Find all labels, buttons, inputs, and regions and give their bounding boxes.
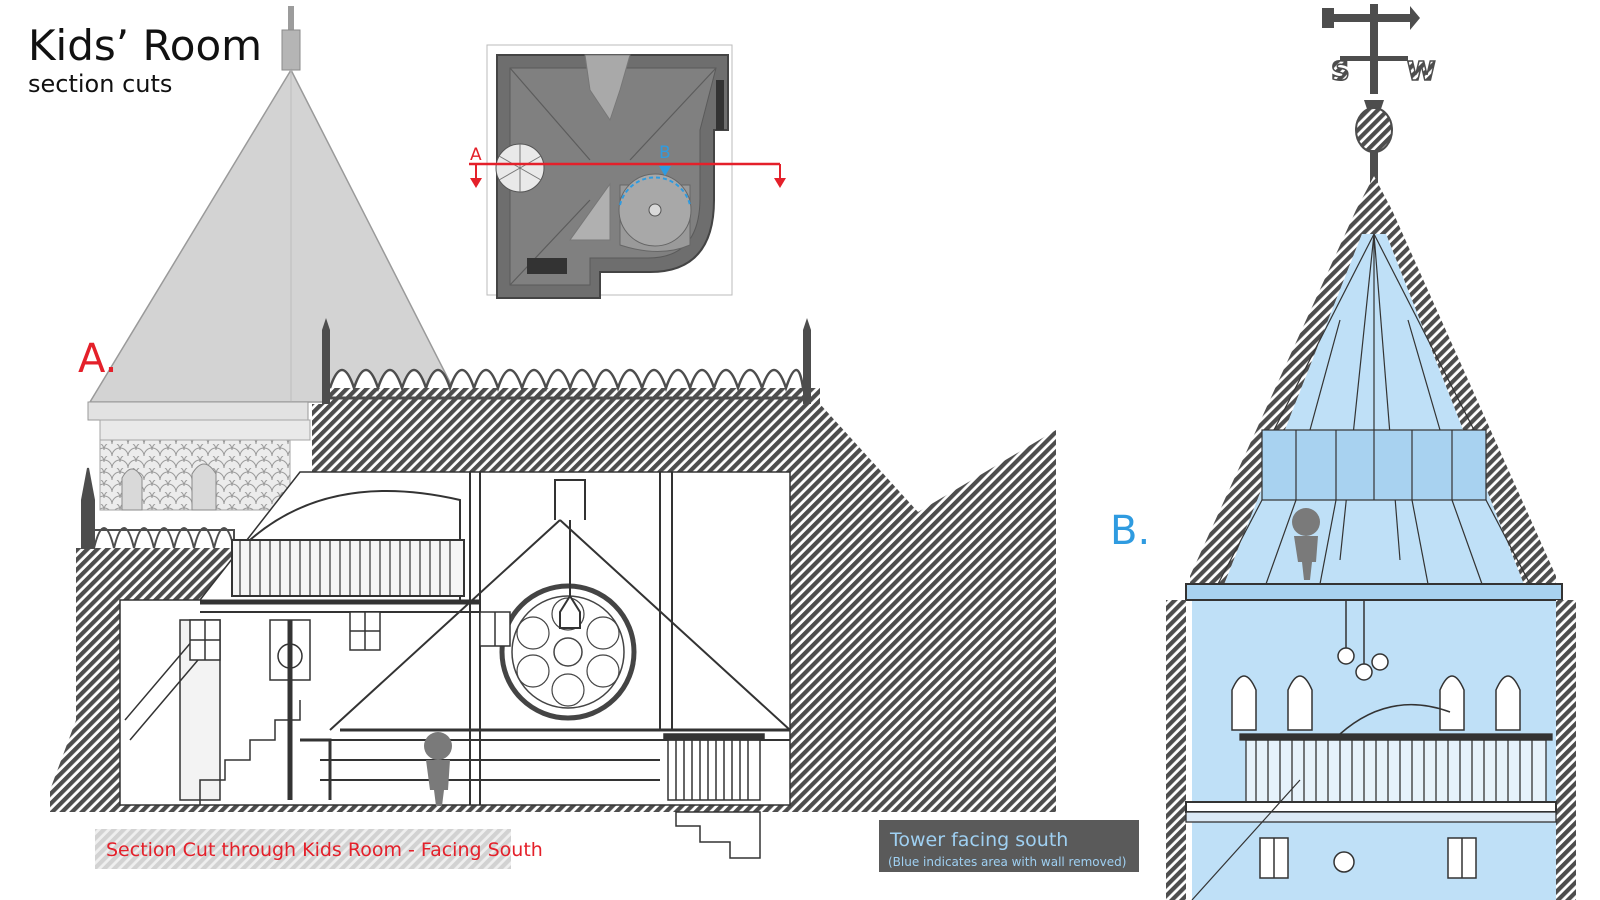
- weathervane-west: W: [1407, 57, 1436, 87]
- section-b-tower: S W: [1110, 4, 1576, 900]
- section-a-caption: Section Cut through Kids Room - Facing S…: [106, 839, 543, 861]
- rose-window: [499, 583, 637, 721]
- plan-cut-line: [469, 162, 786, 188]
- roof-plan-key: A B: [469, 44, 786, 299]
- tower-wall-right: [1556, 600, 1576, 900]
- section-a-windows: [349, 611, 511, 651]
- child-figure-a: [424, 732, 452, 806]
- lower-railing: [663, 733, 765, 801]
- sheet-header: Kids’ Room section cuts: [28, 21, 262, 98]
- lower-steps: [675, 811, 761, 859]
- tower-gothic-windows: [1231, 675, 1521, 731]
- hanging-lamp: [559, 520, 581, 629]
- spire-cut: [1190, 176, 1556, 600]
- section-a-caption-box: Section Cut through Kids Room - Facing S…: [95, 829, 543, 869]
- section-b-caption-note: (Blue indicates area with wall removed): [888, 855, 1126, 869]
- staircase: [124, 619, 332, 805]
- spire-ribs: [1185, 233, 1563, 601]
- tower-balcony: [1185, 703, 1557, 823]
- section-b-caption-title: Tower facing south: [889, 829, 1068, 851]
- weathervane: S W: [1322, 4, 1436, 184]
- left-cresting: [81, 467, 235, 549]
- roof-cresting: [322, 318, 811, 404]
- tower-lower-windows: [1191, 779, 1477, 900]
- section-b-label: B.: [1110, 508, 1150, 554]
- sheet-subtitle: section cuts: [28, 70, 172, 98]
- loft-railing: [200, 490, 480, 613]
- section-b-caption-box: Tower facing south (Blue indicates area …: [879, 820, 1139, 872]
- section-a-cut: A. Section Cut through Kids Room - Facin…: [50, 318, 1056, 869]
- sheet-title: Kids’ Room: [28, 21, 262, 70]
- tower-hanging-lights: [1337, 600, 1389, 681]
- child-figure-b: [1292, 508, 1320, 580]
- weathervane-south: S: [1331, 57, 1350, 87]
- background-tower: [87, 6, 462, 511]
- tower-wall-left: [1166, 600, 1186, 900]
- plan-marker-a: A: [470, 145, 482, 165]
- section-a-label: A.: [78, 336, 117, 382]
- plan-marker-b: B: [659, 143, 671, 163]
